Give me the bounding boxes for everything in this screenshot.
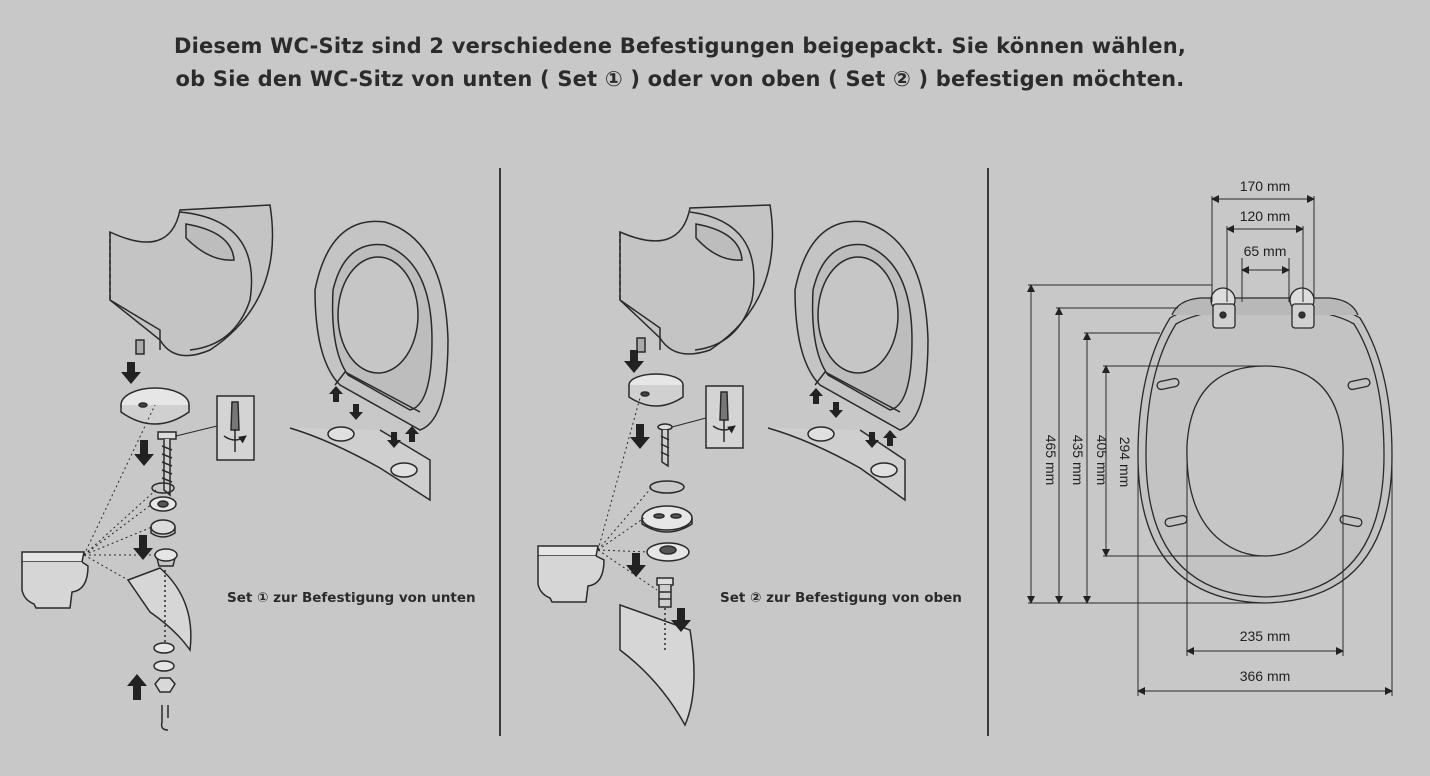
set2-assembly-diagram — [537, 204, 774, 727]
panel-divider-2 — [987, 168, 989, 736]
down-arrow-icon — [624, 350, 644, 373]
set1-seat-arrows — [329, 386, 419, 448]
set1-seat-perspective — [289, 220, 449, 502]
set2-caption: Set ② zur Befestigung von oben — [720, 590, 962, 606]
dim-left-435: 435 mm — [1070, 435, 1086, 486]
set1-assembly-diagram — [21, 204, 274, 731]
o-ring — [649, 480, 685, 494]
title-line-2: ob Sie den WC-Sitz von unten ( Set ① ) o… — [175, 67, 1185, 91]
up-arrow-icon — [405, 426, 419, 442]
screwdriver-icon — [705, 385, 744, 449]
dimension-labels: 170 mm 120 mm 65 mm 465 mm 435 mm 405 mm… — [1043, 178, 1290, 684]
down-arrow-icon — [387, 432, 401, 448]
toilet-small-icon — [537, 545, 605, 603]
dim-bottom-366: 366 mm — [1240, 668, 1291, 684]
dim-left-465: 465 mm — [1043, 435, 1059, 486]
bowl-section — [619, 603, 695, 727]
up-arrow-icon — [329, 386, 343, 402]
down-arrow-icon — [626, 553, 646, 577]
down-arrow-icon — [133, 535, 153, 560]
dimension-lines — [1027, 195, 1393, 696]
bowl-section — [126, 567, 192, 653]
hex-nut — [154, 677, 176, 693]
up-arrow-icon — [127, 674, 147, 700]
set2-seat-arrows — [809, 388, 897, 448]
washer-disc — [120, 387, 190, 425]
insert-part — [150, 519, 176, 538]
set2-seat-perspective — [767, 220, 929, 502]
down-arrow-icon — [134, 440, 154, 466]
ring-part — [151, 482, 175, 494]
dim-bottom-235: 235 mm — [1240, 628, 1291, 644]
dim-left-294: 294 mm — [1117, 437, 1133, 488]
bumper — [1156, 377, 1180, 391]
sleeve-part — [154, 548, 178, 567]
clip-part — [149, 496, 177, 512]
down-arrow-icon — [121, 362, 141, 384]
toilet-small-icon — [21, 551, 89, 609]
seat-hinge-closeup — [109, 204, 274, 357]
plate-part — [641, 505, 693, 533]
set1-caption: Set ① zur Befestigung von unten — [227, 590, 476, 606]
bumper — [1339, 514, 1363, 528]
tool-part — [160, 705, 169, 731]
dim-left-405: 405 mm — [1094, 435, 1110, 486]
up-arrow-icon — [883, 430, 897, 446]
seat-opening — [1186, 365, 1344, 557]
title-line-1: Diesem WC-Sitz sind 2 verschiedene Befes… — [173, 34, 1187, 58]
seat-hinge-closeup — [619, 204, 774, 355]
hinge-right — [1289, 287, 1315, 329]
up-arrow-icon — [809, 388, 823, 404]
down-arrow-icon — [349, 404, 363, 420]
bottom-washer-1 — [153, 642, 175, 654]
set2-arrows — [624, 350, 691, 632]
panel-divider-1 — [499, 168, 501, 736]
set1-arrows — [121, 362, 154, 700]
down-arrow-icon — [671, 608, 691, 632]
down-arrow-icon — [829, 402, 843, 418]
anchor-part — [656, 577, 674, 608]
bumper — [1347, 377, 1371, 391]
screw — [657, 423, 673, 468]
rotate-icon — [712, 425, 736, 434]
seat-dimension-drawing — [1137, 287, 1393, 604]
down-arrow-icon — [865, 432, 879, 448]
hinge-left — [1210, 287, 1236, 329]
dim-top-inner: 65 mm — [1244, 243, 1287, 259]
bottom-washer-2 — [153, 660, 175, 672]
leader-lines — [597, 397, 658, 591]
page-title: Diesem WC-Sitz sind 2 verschiedene Befes… — [150, 30, 1210, 96]
clip-part — [646, 542, 690, 562]
rotate-icon — [223, 435, 247, 444]
screwdriver-icon — [216, 395, 255, 461]
dim-top-middle: 120 mm — [1240, 208, 1291, 224]
leader-lines — [83, 404, 159, 581]
hinge-bar — [1171, 297, 1359, 316]
dim-top-outer: 170 mm — [1240, 178, 1291, 194]
cylinder-block — [628, 373, 684, 407]
down-arrow-icon — [630, 424, 650, 449]
